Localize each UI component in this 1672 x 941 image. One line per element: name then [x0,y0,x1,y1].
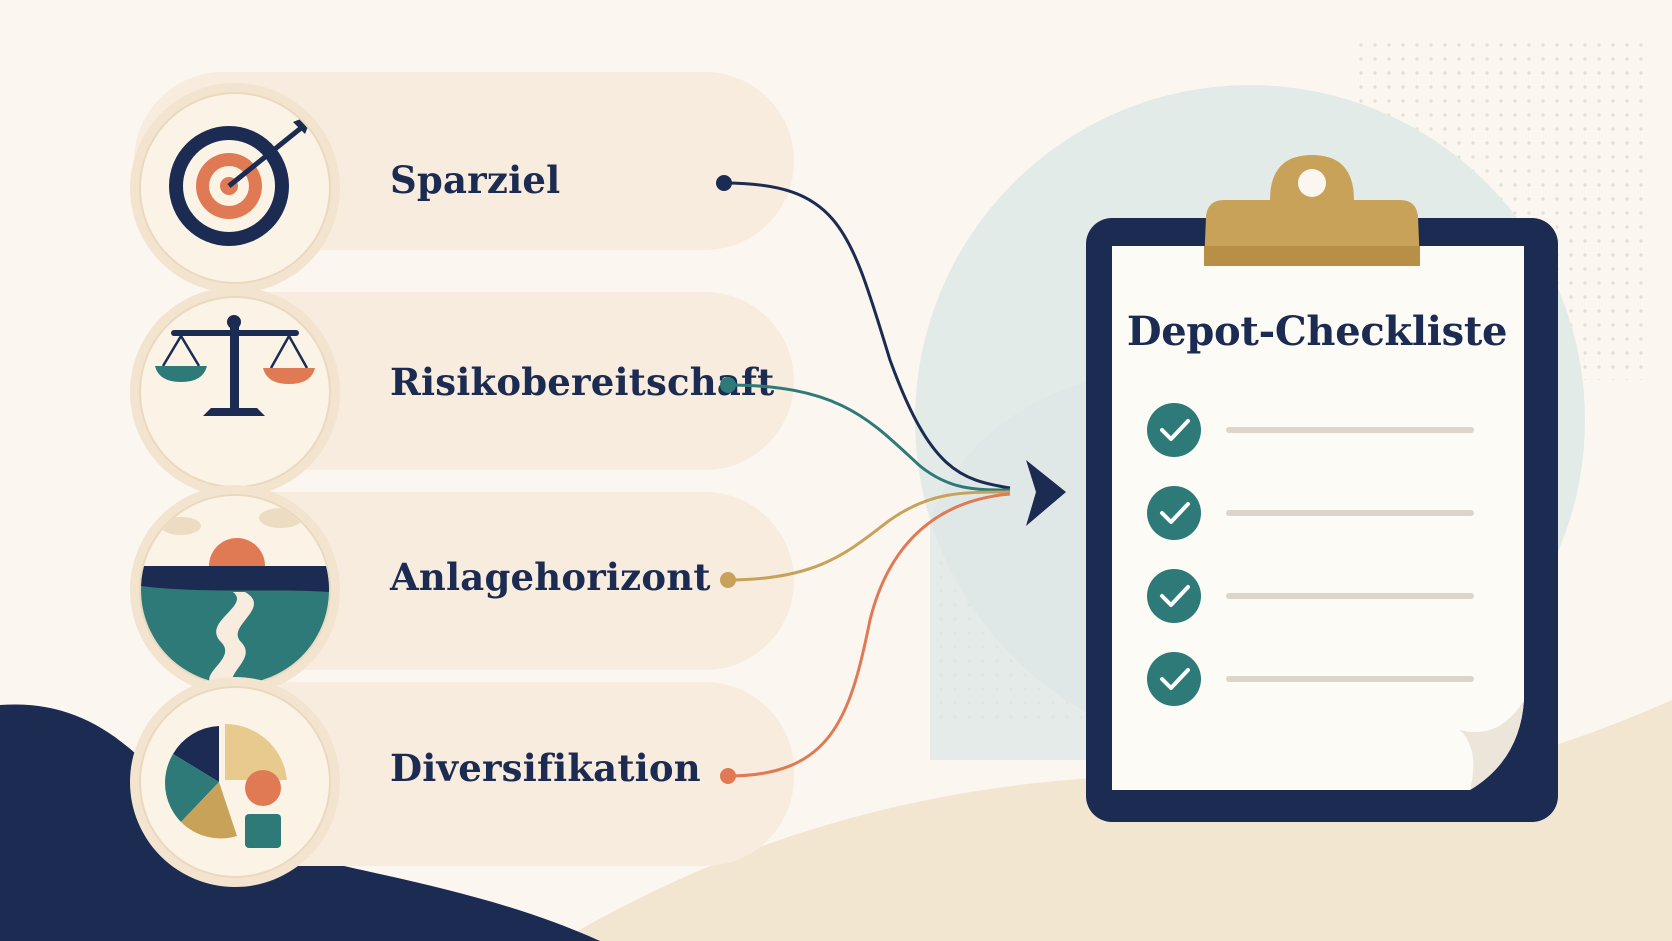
check-circle-icon [1147,652,1201,706]
connector-anlagehorizont [727,490,1011,582]
scale-icon [139,296,331,488]
check-circle-icon [1147,403,1201,457]
checklist-line [1226,510,1474,516]
label-anlagehorizont: Anlagehorizont [390,555,711,599]
connector-diversifikation [727,492,1011,778]
connector-dot-anlagehorizont [720,572,736,588]
label-diversifikation: Diversifikation [390,746,701,790]
checkmark-icon [1160,419,1190,441]
check-circle-icon [1147,486,1201,540]
label-risikobereitschaft: Risikobereitschaft [390,360,775,404]
arrow-head-icon [1026,460,1066,526]
pie-chart-icon [139,686,331,878]
checklist-row [1147,486,1474,540]
checklist-row [1147,403,1474,457]
checkmark-icon [1160,585,1190,607]
connector-dot-risikobereitschaft [720,377,736,393]
checklist-row [1147,652,1474,706]
target-icon [139,92,331,284]
checklist-line [1226,676,1474,682]
horizon-landscape-icon [139,494,331,686]
checklist-line [1226,593,1474,599]
connector-dot-diversifikation [720,768,736,784]
checklist-line [1226,427,1474,433]
checklist-row [1147,569,1474,623]
clipboard-clip [1204,155,1420,266]
navy-wave [0,704,600,941]
label-sparziel: Sparziel [390,158,561,202]
checklist-paper [1112,246,1524,790]
connector-risikobereitschaft [727,383,1011,492]
checkmark-icon [1160,502,1190,524]
checkmark-icon [1160,668,1190,690]
connector-dot-sparziel [716,175,732,191]
checklist-title: Depot-Checkliste [1126,308,1508,355]
check-circle-icon [1147,569,1201,623]
connector-sparziel [723,181,1011,490]
